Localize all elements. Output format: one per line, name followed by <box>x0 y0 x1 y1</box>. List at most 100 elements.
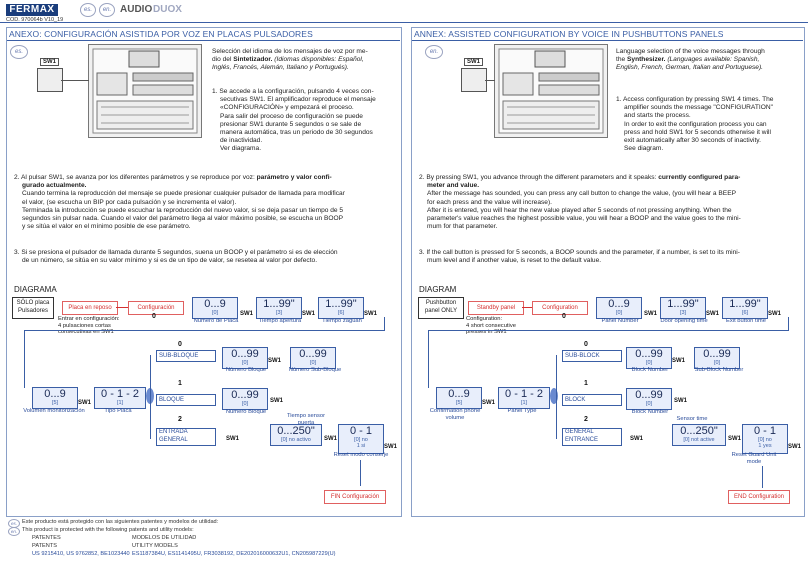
right-label-block-a: Block Number <box>631 367 669 373</box>
right-step-2: 2. By pressing SW1, you advance through … <box>419 174 741 231</box>
left-panel-title: ANEXO: CONFIGURACIÓN ASISTIDA POR VOZ EN… <box>9 29 313 39</box>
circuit-board-icon <box>498 48 604 134</box>
left-label-block-a: Número Bloque <box>225 367 267 373</box>
left-group-subblock: SUB-BLOQUE <box>156 350 216 362</box>
footer-es-line: Este producto está protegido con las sig… <box>22 519 219 525</box>
right-param-panel-number: 0...9[0] <box>596 297 642 319</box>
product-audio: AUDIO <box>120 4 153 15</box>
right-sw1-label: SW1 <box>464 58 484 66</box>
left-standby-box: Placa en reposo <box>62 301 118 315</box>
left-param-block-b: 0...99[0] <box>222 388 268 410</box>
left-step-2: 2. Al pulsar SW1, se avanza por los dife… <box>14 174 345 231</box>
right-param-sensor: 0...250"[0] not active <box>672 424 726 446</box>
left-param-sensor: 0...250"[0] no activo <box>270 424 322 446</box>
left-branch-line <box>150 355 151 439</box>
right-step-3: 3. If the call button is pressed for 5 s… <box>419 249 740 265</box>
right-flow-line-right <box>788 317 789 331</box>
left-step-1: 1. Se accede a la configuración, pulsand… <box>212 88 376 153</box>
left-label-exit-time: Tiempo zaguán <box>322 318 362 324</box>
footer-en-line: This product is protected with the follo… <box>22 527 194 533</box>
left-flow-line-top <box>24 330 384 331</box>
left-sw1-step-3: SW1 <box>364 311 378 317</box>
brand-logo: FERMAX <box>6 4 58 16</box>
right-sw1-pointer <box>485 80 495 81</box>
right-intro: Language selection of the voice messages… <box>616 48 765 72</box>
right-lang-badge: en. <box>425 45 443 59</box>
right-label-panel-number: Panel Number <box>601 318 639 324</box>
right-panel <box>411 27 805 517</box>
right-label-sensor-time: Sensor time <box>676 416 708 422</box>
right-flow-line-top <box>428 330 788 331</box>
right-param-block-a: 0...99[0] <box>626 347 672 369</box>
right-diagram-title: DIAGRAM <box>419 285 457 294</box>
left-sw1-pointer <box>61 80 89 81</box>
footer-patent-numbers: US 9215410, US 9762852, BE1023440 <box>32 551 130 557</box>
right-label-volume: Confirmation phone volume <box>429 408 481 421</box>
left-sw1-label: SW1 <box>40 58 60 66</box>
footer-models-en: UTILITY MODELS <box>132 543 178 549</box>
left-flow-line-left <box>24 330 25 388</box>
document-code: COD. 970064b V10_19 <box>6 17 64 23</box>
left-param-panel-type: 0 - 1 - 2[1] <box>94 387 146 409</box>
left-param-door-time: 1...99"[3] <box>256 297 302 319</box>
footer-patents-en: PATENTS <box>32 543 57 549</box>
right-title-rule <box>412 40 803 41</box>
right-panel-title: ANNEX: ASSISTED CONFIGURATION BY VOICE I… <box>414 29 724 39</box>
right-label-exit-time: Exit button time <box>726 318 766 324</box>
left-label-panel-type: Tipo Placa <box>104 408 132 414</box>
left-label-block-b: Número Bloque <box>225 409 267 415</box>
right-label-block-b: Block Number <box>631 409 669 415</box>
right-selector-icon <box>550 388 558 404</box>
left-title-rule <box>7 40 400 41</box>
left-config-box: Configuración <box>128 301 184 315</box>
right-label-door-time: Door opening time <box>660 318 708 324</box>
left-label-panel-number: Número de Placa <box>193 318 239 324</box>
footer-en-badge: en. <box>8 527 20 536</box>
left-label-door-time: Tiempo apertura <box>258 318 302 324</box>
left-param-exit-time: 1...99"[6] <box>318 297 364 319</box>
left-intro: Selección del idioma de los mensajes de … <box>212 48 368 72</box>
left-flow-line-right <box>384 317 385 331</box>
right-group-block: BLOCK <box>562 394 622 406</box>
left-param-volume: 0...9[5] <box>32 387 78 409</box>
right-group-subblock: SUB-BLOCK <box>562 350 622 362</box>
right-param-door-time: 1...99"[3] <box>660 297 706 319</box>
left-amplifier-board-image <box>88 44 202 138</box>
left-sw1-button-image <box>37 68 63 92</box>
right-flow-line-left <box>428 330 429 388</box>
right-param-subblock: 0...99[0] <box>694 347 740 369</box>
left-arrow-standby-config <box>116 307 128 308</box>
left-param-panel-number: 0...9[0] <box>192 297 238 319</box>
right-end-line <box>762 466 763 488</box>
left-sw1-step-2: SW1 <box>302 311 316 317</box>
right-param-exit-time: 1...99"[6] <box>722 297 768 319</box>
right-arrow-standby-config <box>522 307 532 308</box>
right-param-volume: 0...9[5] <box>436 387 482 409</box>
left-param-block-a: 0...99[0] <box>222 347 268 369</box>
left-sw1-step-1: SW1 <box>240 311 254 317</box>
left-end-config-box: FIN Configuración <box>324 490 386 504</box>
left-label-subblock: Número Sub-Bloque <box>288 367 342 373</box>
right-amplifier-board-image <box>494 44 608 138</box>
footer-models-es: MODELOS DE UTILIDAD <box>132 535 197 541</box>
left-lang-badge: es. <box>10 45 28 59</box>
left-label-reset: Reset modo conserje <box>333 452 389 458</box>
left-panel <box>6 27 402 517</box>
left-end-line <box>360 460 361 486</box>
left-diagram-title: DIAGRAMA <box>14 285 57 294</box>
right-label-panel-type: Panel Type <box>507 408 537 414</box>
right-standby-box: Standby panel <box>468 301 524 315</box>
right-branch-line <box>556 355 557 439</box>
right-label-subblock: Sub-Block Number <box>694 367 744 373</box>
left-step-3: 3. Si se presiona el pulsador de llamada… <box>14 249 338 265</box>
footer-patents-es: PATENTES <box>32 535 61 541</box>
right-step-1: 1. Access configuration by pressing SW1 … <box>616 96 774 153</box>
